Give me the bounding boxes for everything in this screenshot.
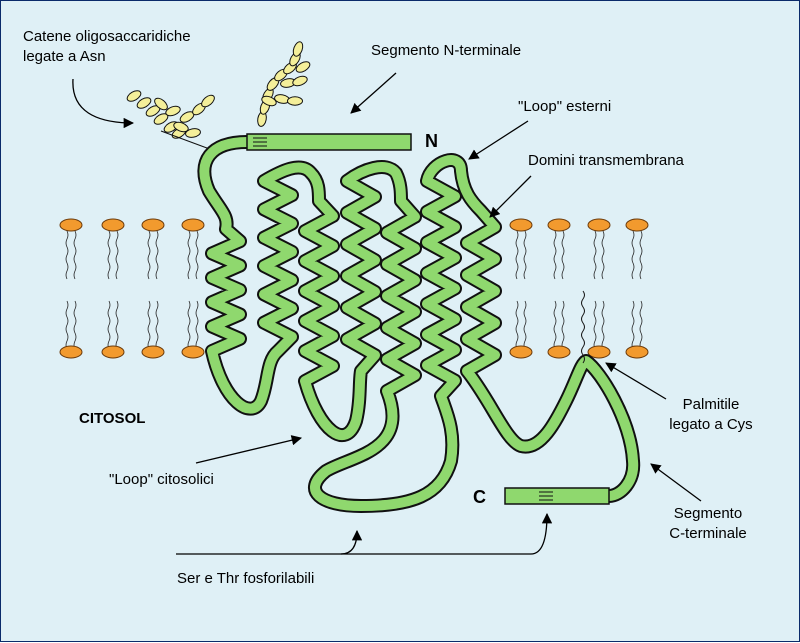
- palmityl-label-line2: legato a Cys: [669, 416, 753, 433]
- sugar-residue: [126, 90, 142, 102]
- lipid-molecule: [625, 218, 649, 359]
- n-terminal-segment: [246, 133, 412, 151]
- lipid-molecule: [59, 218, 83, 359]
- sugar-residue: [292, 41, 304, 57]
- phospho-arrow-1: [176, 529, 363, 555]
- phospho-arrow-2: [341, 512, 553, 555]
- cytosolic-loops-label: "Loop" citosolici: [109, 471, 214, 488]
- palmityl-label-line1: Palmitile: [682, 396, 740, 413]
- n-terminus-letter: N: [425, 131, 438, 151]
- oligosaccharide-chains: [126, 41, 311, 152]
- lipid-molecule: [141, 218, 165, 359]
- n-segment-label: Segmento N-terminale: [371, 42, 522, 59]
- transmembrane-arrow: [489, 175, 532, 218]
- lipid-molecule: [101, 218, 125, 359]
- oligo-arrow: [72, 78, 135, 129]
- palmityl-chain: [581, 290, 585, 364]
- lipid-molecule: [547, 218, 571, 359]
- sugar-residue: [165, 105, 181, 117]
- sugar-residue: [185, 128, 201, 138]
- sugar-residue: [295, 61, 311, 73]
- oligosaccharide-label-line1: Catene oligosaccaridiche: [23, 28, 191, 45]
- sugar-residue: [154, 97, 168, 111]
- phosphorylation-label: Ser e Thr fosforilabili: [177, 570, 315, 587]
- external-loop-arrow: [468, 120, 529, 160]
- c-segment-arrow: [650, 463, 702, 502]
- n-segment-arrow: [350, 72, 397, 114]
- lipid-bilayer: [59, 218, 649, 359]
- c-terminus-letter: C: [473, 487, 486, 507]
- sugar-residue: [261, 95, 277, 107]
- transmembrane-label: Domini transmembrana: [528, 152, 684, 169]
- c-segment-label-line2: C-terminale: [669, 525, 747, 542]
- oligosaccharide-label-line2: legate a Asn: [23, 48, 106, 65]
- palmityl-arrow: [605, 362, 667, 400]
- sugar-residue: [201, 94, 215, 108]
- c-terminal-segment: [504, 487, 610, 505]
- sugar-residue: [287, 96, 303, 106]
- external-loops-label: "Loop" esterni: [518, 98, 612, 115]
- sugar-residue: [173, 121, 189, 133]
- cytosolic-loop-arrow: [195, 435, 303, 464]
- c-segment-label-line1: Segmento: [673, 505, 743, 522]
- lipid-molecule: [587, 218, 611, 359]
- annotation-arrows: [72, 72, 702, 555]
- sugar-residue: [136, 97, 152, 109]
- cytosol-label: CITOSOL: [79, 410, 146, 427]
- lipid-molecule: [181, 218, 205, 359]
- sugar-residue: [292, 75, 308, 87]
- protein-ribbon: [197, 135, 641, 513]
- lipid-molecule: [509, 218, 533, 359]
